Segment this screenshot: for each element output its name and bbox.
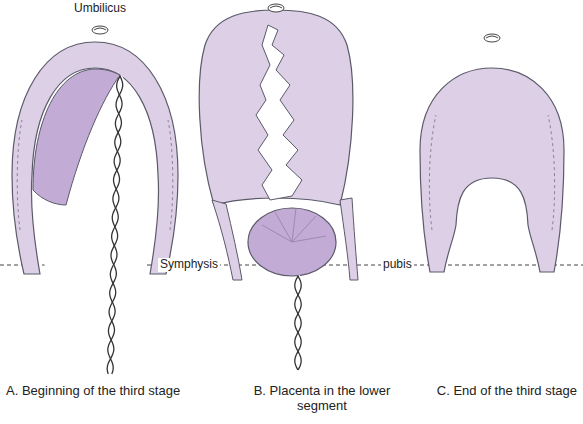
panel-caption: A. Beginning of the third stage [6,384,180,399]
panel-caption: B. Placenta in the lower segment [237,384,407,414]
uterus-a [12,42,178,274]
uterus-c [420,68,564,272]
anatomy-label: Symphysis [158,258,220,272]
umbilical-cord [107,76,301,374]
panel-caption: C. End of the third stage [437,384,577,399]
uterus-b [199,10,358,280]
anatomy-label: pubis [381,258,414,272]
anatomy-label: Umbilicus [72,2,128,16]
umbilicus-symbol [92,4,500,42]
